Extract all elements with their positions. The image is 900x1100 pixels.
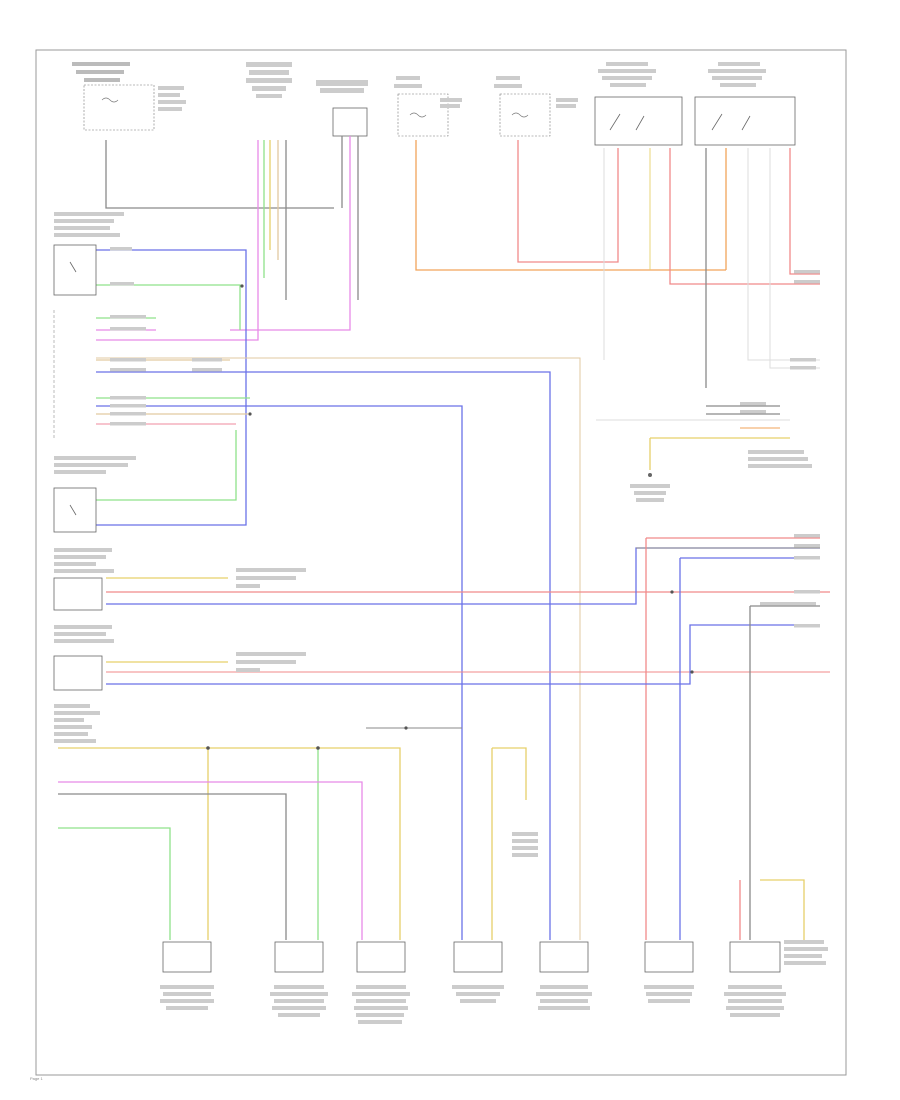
relay-icon (609, 113, 645, 131)
wheel-speed-sensor-right-front (53, 625, 306, 691)
abs-control-module-pins (53, 310, 222, 440)
top-power-source-1 (72, 62, 186, 131)
top-fuse-a (394, 76, 462, 137)
fuse-icon (101, 97, 119, 103)
splices (206, 284, 694, 750)
top-module-box (316, 80, 368, 137)
yaw-rate-sensor-module (53, 212, 134, 296)
top-relay-1 (594, 62, 683, 146)
bottom-sensors (160, 832, 828, 1024)
ground-icon (648, 473, 652, 477)
top-connector-block (246, 62, 292, 98)
top-fuse-b (494, 76, 578, 137)
top-relay-2 (694, 62, 796, 146)
brake-pressure-sensor-module (53, 456, 136, 533)
page-label: Page 1 (30, 1076, 43, 1081)
diagram-border (35, 49, 847, 1076)
splice-icon (206, 746, 210, 750)
wheel-speed-sensor-left-front (53, 548, 306, 611)
wires (58, 136, 830, 940)
right-edge-labels (630, 270, 820, 628)
lower-left-labels (54, 704, 100, 743)
